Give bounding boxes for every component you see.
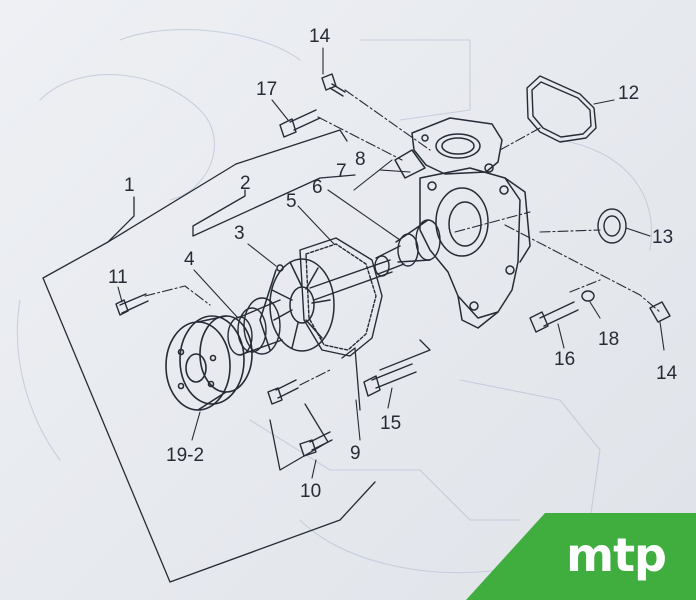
pump-shaft <box>309 259 393 301</box>
bracket-group-6-7 <box>192 174 356 237</box>
callout-3: 3 <box>234 223 245 244</box>
callout-18: 18 <box>598 329 620 350</box>
callout-13: 13 <box>652 227 674 248</box>
bracket-15 <box>379 339 431 371</box>
callout-14-top: 14 <box>309 26 331 47</box>
callout-19-2: 19-2 <box>166 445 205 466</box>
bracket-1-top <box>107 163 237 243</box>
callout-16: 16 <box>554 349 576 370</box>
part-9 <box>341 347 361 411</box>
callout-7: 7 <box>336 161 347 182</box>
stud-14-top <box>321 73 346 97</box>
callout-11: 11 <box>108 267 128 288</box>
impeller-gasket-5 <box>299 237 383 357</box>
callout-12: 12 <box>618 83 640 104</box>
callout-17: 17 <box>256 79 278 100</box>
callout-8: 8 <box>355 149 366 170</box>
bracket-2 <box>192 189 246 237</box>
bearing-seal-6 <box>374 219 441 277</box>
callout-2: 2 <box>240 173 251 194</box>
gasket-12 <box>526 75 597 143</box>
callout-9: 9 <box>350 443 361 464</box>
callout-5: 5 <box>286 191 297 212</box>
thermostat-housing-8 <box>394 117 503 179</box>
callout-14-right: 14 <box>656 363 678 384</box>
bracket-1 <box>42 196 376 583</box>
callout-15: 15 <box>380 413 402 434</box>
bracket-2-top <box>235 129 348 165</box>
washer-18 <box>581 290 595 302</box>
bolt-17 <box>279 109 321 138</box>
stud-14-right <box>649 301 671 323</box>
callout-10: 10 <box>300 481 322 502</box>
bolts-10 <box>267 379 333 457</box>
bolt-15 <box>363 363 417 397</box>
seal-ring-13 <box>597 208 627 244</box>
impeller-3 <box>259 258 335 352</box>
pulley-19-2 <box>165 315 253 411</box>
callout-4: 4 <box>184 249 195 270</box>
leader-lines <box>117 47 665 479</box>
callout-6: 6 <box>312 177 323 198</box>
mtp-logo: mtp <box>566 528 667 582</box>
callout-1: 1 <box>124 175 135 196</box>
group-bracket-lines <box>42 129 431 583</box>
bolt-16 <box>529 301 579 333</box>
pump-housing-7 <box>419 167 531 329</box>
